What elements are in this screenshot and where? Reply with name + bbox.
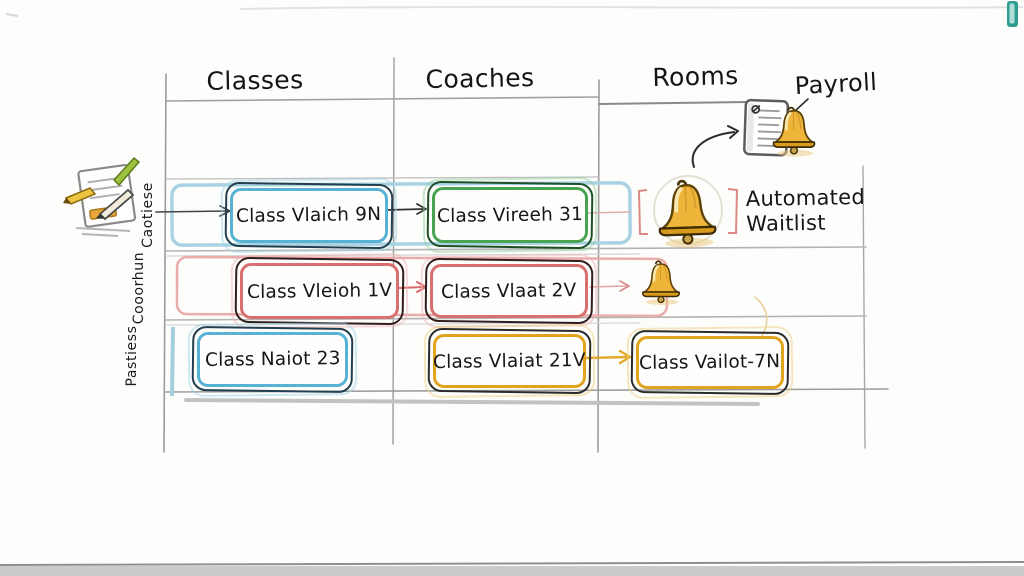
column-header-coaches: Coaches — [425, 63, 535, 94]
column-header-classes: Classes — [206, 65, 304, 96]
grid-lines — [163, 57, 889, 453]
class-box-label: Class Naiot 23 — [204, 348, 341, 371]
class-box-row1-classes: Class Vlaich 9N — [230, 188, 388, 243]
class-box-label: Class Vailot-7N — [639, 351, 781, 374]
class-box-label: Class Vlaiat 21V — [433, 349, 586, 373]
row-label-1: Caotiese — [140, 182, 156, 248]
automated-waitlist-note: Automated Waitlist — [745, 184, 866, 236]
class-box-row2-coaches: Class Vlaat 2V — [430, 264, 588, 318]
column-header-rooms: Rooms — [652, 60, 739, 93]
class-box-row3-classes: Class Naiot 23 — [197, 332, 348, 387]
class-box-row1-coaches: Class Vireeh 31 — [432, 187, 588, 243]
notepad-with-pencils-icon — [63, 156, 141, 237]
class-box-row3-coaches: Class Vlaiat 21V — [433, 334, 586, 388]
class-box-label: Class Vireeh 31 — [436, 203, 584, 227]
class-box-label: Class Vleioh 1V — [246, 279, 393, 303]
class-box-row2-classes: Class Vleioh 1V — [240, 263, 399, 319]
class-box-label: Class Vlaich 9N — [236, 203, 382, 228]
flow-arrows — [155, 98, 809, 365]
row-label-3: Pastiess — [124, 325, 140, 387]
bell-icon — [637, 175, 739, 251]
column-header-payroll: Payroll — [794, 67, 878, 101]
bell-icon — [641, 260, 681, 307]
class-box-row3-rooms: Class Vailot-7N — [636, 336, 784, 389]
class-box-label: Class Vlaat 2V — [441, 279, 577, 303]
